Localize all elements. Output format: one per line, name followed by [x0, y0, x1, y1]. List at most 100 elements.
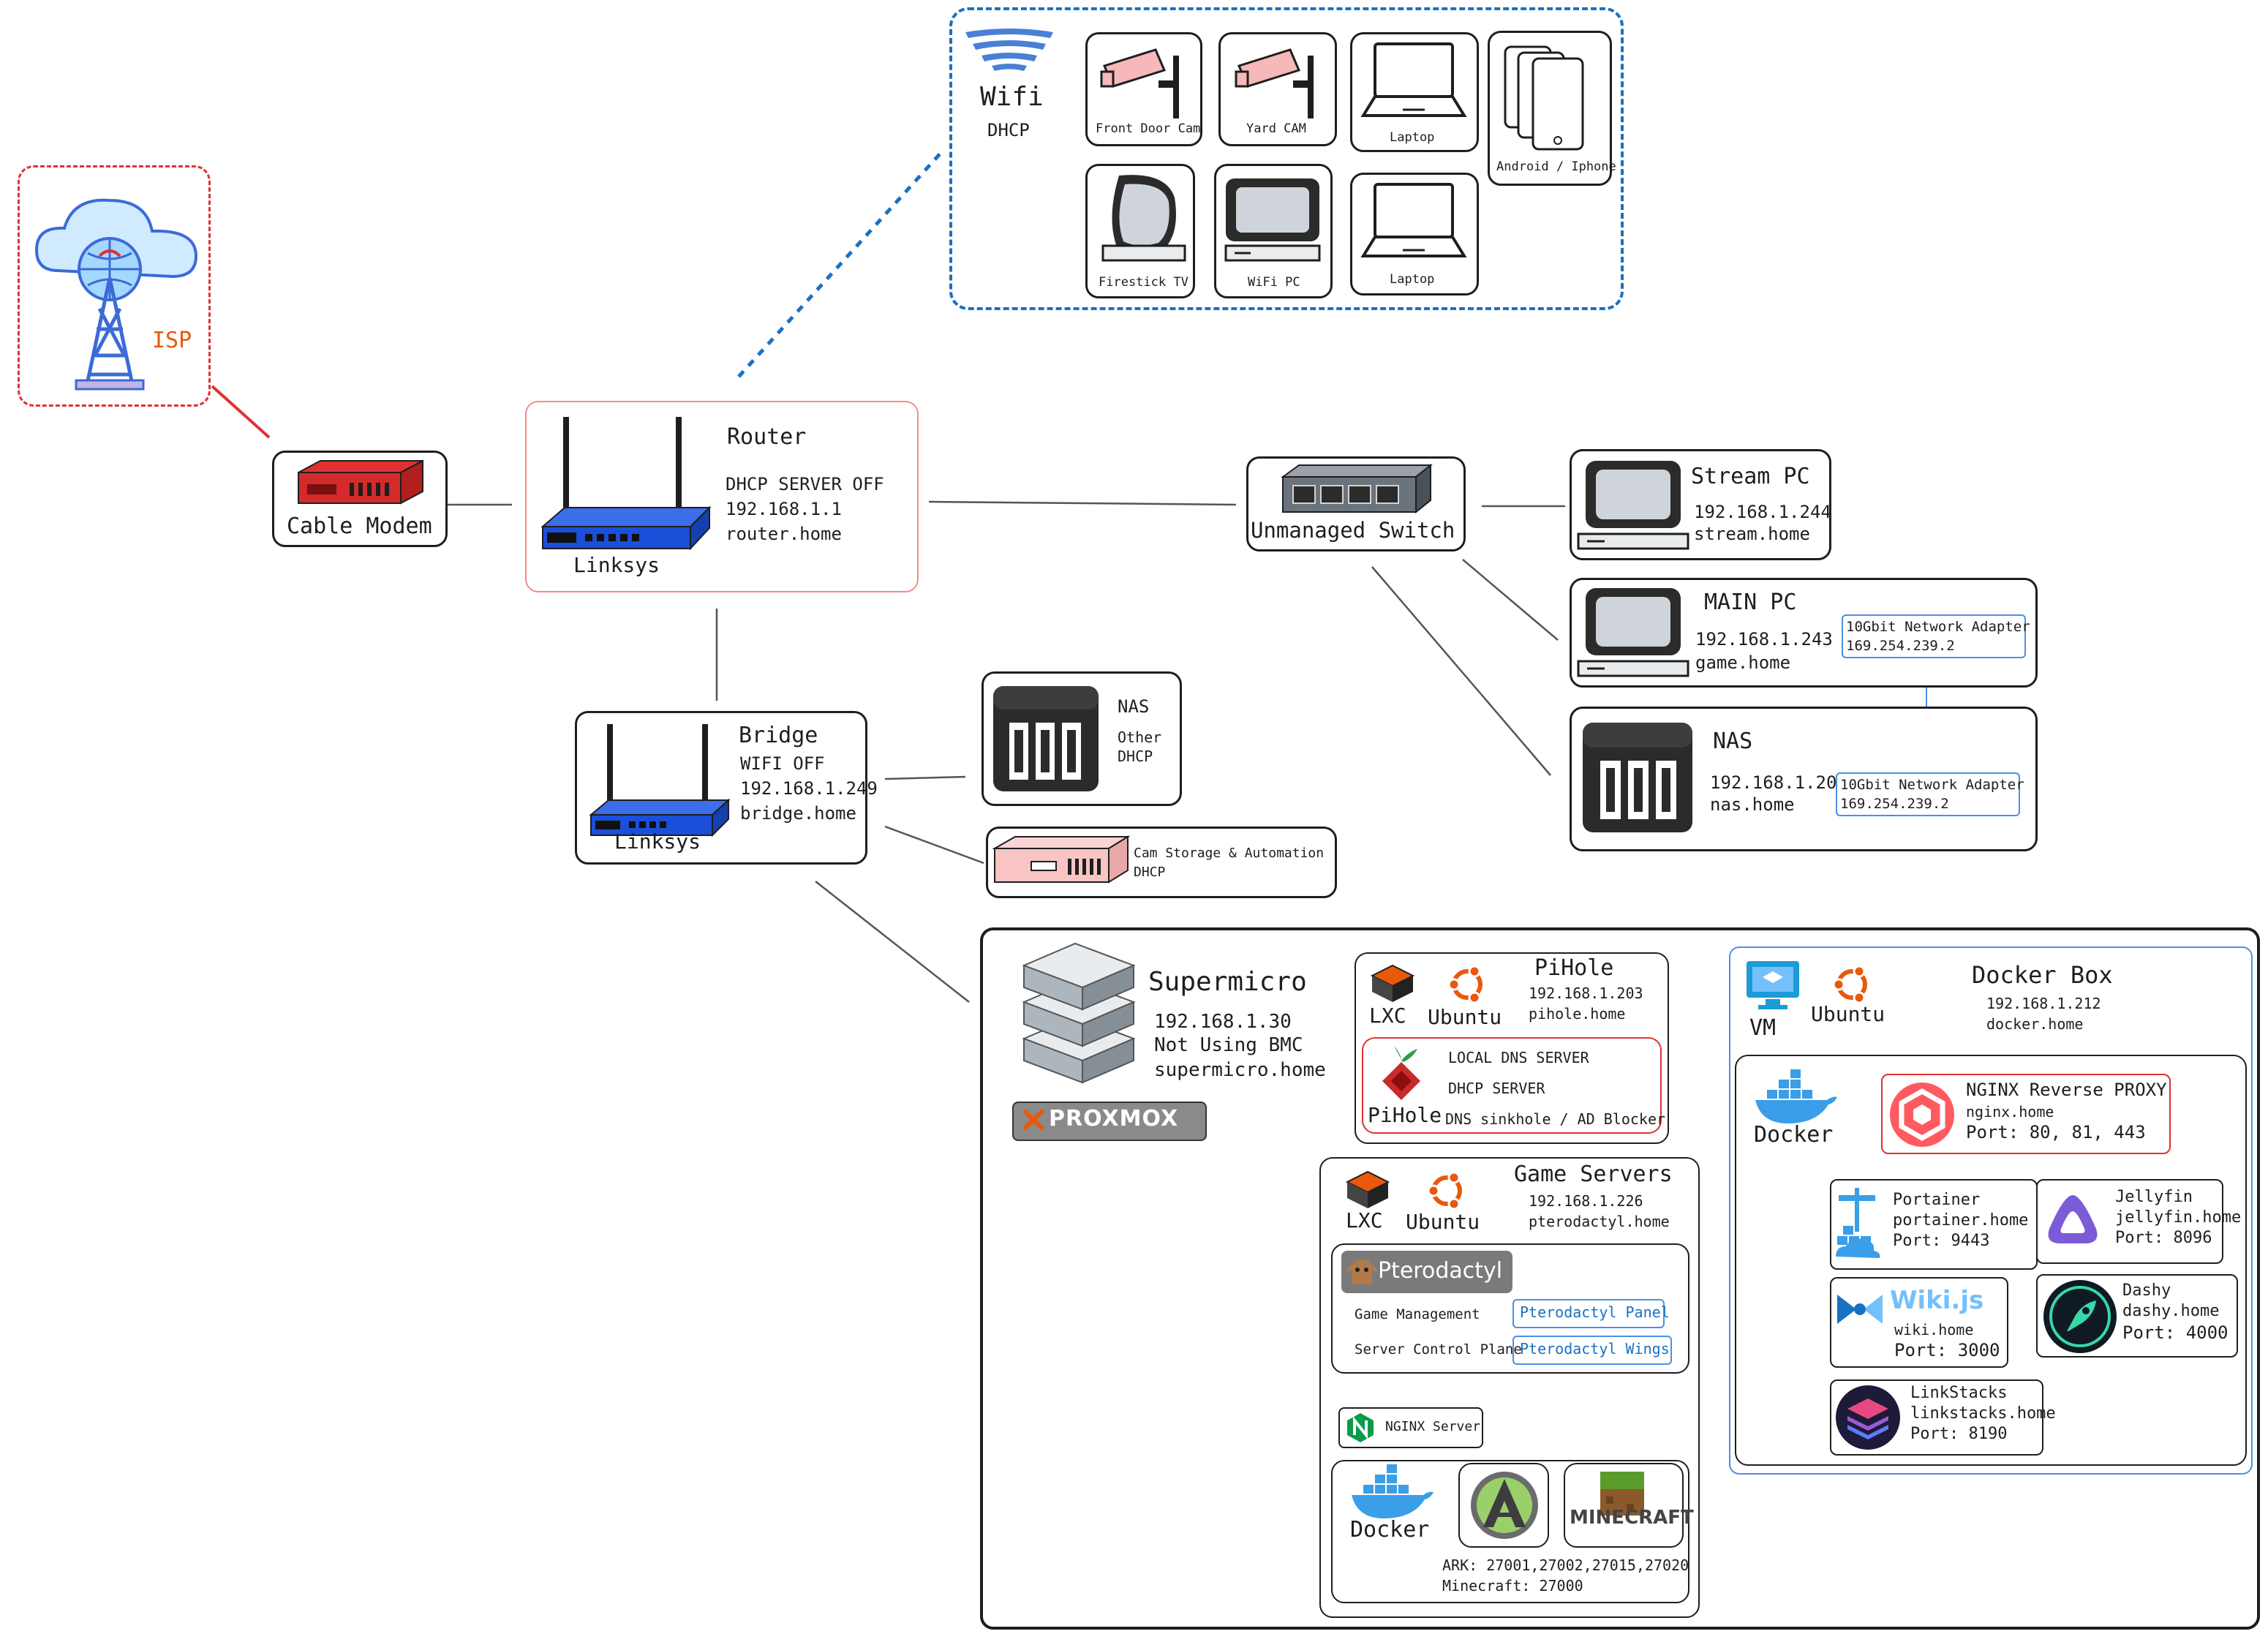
nas-main-hostname: nas.home [1710, 794, 1795, 815]
wifi-subtitle: DHCP [987, 120, 1030, 140]
ubuntu-icon [1447, 965, 1483, 1004]
nas-icon [993, 686, 1099, 791]
device-label: WiFi PC [1248, 275, 1300, 290]
router-icon [589, 724, 731, 837]
server-stack-icon [1022, 942, 1136, 1084]
wikijs-name: Wiki.js [1890, 1286, 1984, 1315]
device-front-door-cam[interactable] [1085, 32, 1202, 146]
linkstacks-port: Port: 8190 [1910, 1425, 2008, 1443]
main-pc-10gbit-adapter[interactable] [1842, 614, 2026, 658]
stream-pc-hostname: stream.home [1694, 524, 1810, 544]
camera-icon [1235, 48, 1314, 118]
monitor-icon [1577, 588, 1689, 677]
wifi-icon [965, 29, 1053, 71]
vm-label: VM [1749, 1015, 1777, 1041]
isp-modem-link [211, 385, 271, 439]
jellyfin-icon [2048, 1195, 2098, 1243]
nas-10gbit-adapter[interactable] [1836, 772, 2020, 816]
laptop-icon [1360, 183, 1467, 257]
pterodactyl-wings-link[interactable]: Pterodactyl Wings [1512, 1336, 1672, 1365]
cam-storage-dhcp: DHCP [1134, 865, 1166, 880]
device-label: Android / Iphone [1496, 159, 1616, 174]
nginx-icon [1347, 1413, 1374, 1442]
device-label: Yard CAM [1246, 121, 1306, 136]
device-label: Laptop [1390, 272, 1435, 287]
bridge-cam-link [884, 825, 984, 865]
modem-label: Cable Modem [287, 513, 432, 539]
pihole-ip: 192.168.1.203 [1529, 984, 1643, 1002]
pterodactyl-label: Pterodactyl [1378, 1258, 1503, 1284]
device-yard-cam[interactable] [1218, 32, 1337, 146]
stream-pc-ip: 192.168.1.244 [1694, 502, 1831, 522]
nginx-proxy-name: NGINX Reverse PROXY [1966, 1080, 2167, 1100]
docker-label: Docker [1754, 1122, 1834, 1148]
pihole-app-label: PiHole [1368, 1103, 1442, 1127]
adapter-ip: 169.254.239.2 [1840, 796, 1949, 812]
docker-box-title: Docker Box [1972, 961, 2113, 989]
minecraft-ports: Minecraft: 27000 [1442, 1577, 1583, 1595]
docker-icon [1755, 1069, 1837, 1123]
bridge[interactable] [575, 711, 867, 865]
isp-tower-icon [34, 198, 198, 391]
game-servers-hostname: pterodactyl.home [1529, 1213, 1670, 1230]
supermicro-title: Supermicro [1148, 967, 1307, 997]
proxmox-label: PROXMOX [1049, 1106, 1179, 1132]
lxc-label: LXC [1369, 1004, 1406, 1028]
nas-other-title: NAS [1118, 696, 1150, 717]
jellyfin-hostname: jellyfin.home [2115, 1208, 2242, 1227]
main-pc-hostname: game.home [1695, 652, 1791, 673]
router-wifi-link [737, 148, 945, 378]
pterodactyl-panel-link[interactable]: Pterodactyl Panel [1512, 1299, 1670, 1328]
bridge-supermicro-link [815, 881, 970, 1003]
cam-storage-label: Cam Storage & Automation [1134, 846, 1325, 861]
proxmox-logo [1012, 1102, 1207, 1141]
router-dhcp-status: DHCP SERVER OFF [726, 474, 884, 494]
docker-box-hostname: docker.home [1986, 1015, 2084, 1033]
switch-nas-link [1371, 566, 1551, 776]
router-ip: 192.168.1.1 [726, 499, 842, 519]
lxc-icon [1370, 964, 1415, 1002]
game-servers-ip: 192.168.1.226 [1529, 1192, 1643, 1210]
adapter-ip: 169.254.239.2 [1846, 638, 1955, 654]
game-servers-title: Game Servers [1514, 1162, 1673, 1187]
jellyfin-port: Port: 8096 [2115, 1229, 2212, 1247]
stream-pc-title: Stream PC [1691, 464, 1810, 489]
server-box-icon [992, 835, 1131, 884]
router-hostname: router.home [726, 524, 842, 544]
nginx-server-label: NGINX Server [1385, 1419, 1481, 1434]
camera-icon [1100, 48, 1179, 118]
portainer-icon [1836, 1188, 1880, 1258]
nas-main-title: NAS [1713, 728, 1753, 754]
bridge-title: Bridge [739, 723, 818, 748]
pterodactyl-icon [1346, 1260, 1378, 1284]
bridge-hostname: bridge.home [740, 803, 856, 824]
pihole-role: DNS sinkhole / AD Blocker [1445, 1110, 1666, 1128]
phone-icon [1504, 45, 1584, 151]
jellyfin-name: Jellyfin [2115, 1188, 2193, 1206]
bridge-brand: Linksys [614, 829, 701, 854]
tv-icon [1101, 175, 1186, 262]
nas-other-line2: DHCP [1118, 748, 1153, 765]
supermicro-bmc-note: Not Using BMC [1154, 1034, 1303, 1056]
wifi-title: Wifi [980, 82, 1044, 112]
device-label: Front Door Cam [1096, 121, 1201, 136]
linkstacks-icon [1836, 1385, 1900, 1450]
wikijs-service[interactable] [1830, 1277, 2008, 1368]
nginx-proxy-port: Port: 80, 81, 443 [1966, 1122, 2146, 1142]
monitor-icon [1577, 461, 1689, 550]
router-icon [540, 417, 712, 551]
dashy-name: Dashy [2122, 1281, 2171, 1300]
minecraft-logo-icon [1600, 1472, 1644, 1516]
router[interactable] [525, 401, 919, 592]
lxc-icon [1345, 1170, 1390, 1208]
portainer-hostname: portainer.home [1893, 1211, 2029, 1230]
portainer-port: Port: 9443 [1893, 1232, 1990, 1250]
docker-box-ip: 192.168.1.212 [1986, 995, 2101, 1012]
adapter-title: 10Gbit Network Adapter [1846, 619, 2030, 635]
pihole-role: LOCAL DNS SERVER [1448, 1049, 1589, 1066]
pihole-title: PiHole [1534, 955, 1614, 981]
nginx-proxy-hostname: nginx.home [1966, 1103, 2054, 1121]
ark-ports: ARK: 27001,27002,27015,27020 [1442, 1556, 1689, 1574]
pihole-hostname: pihole.home [1529, 1005, 1626, 1023]
switch-label: Unmanaged Switch [1251, 518, 1455, 543]
